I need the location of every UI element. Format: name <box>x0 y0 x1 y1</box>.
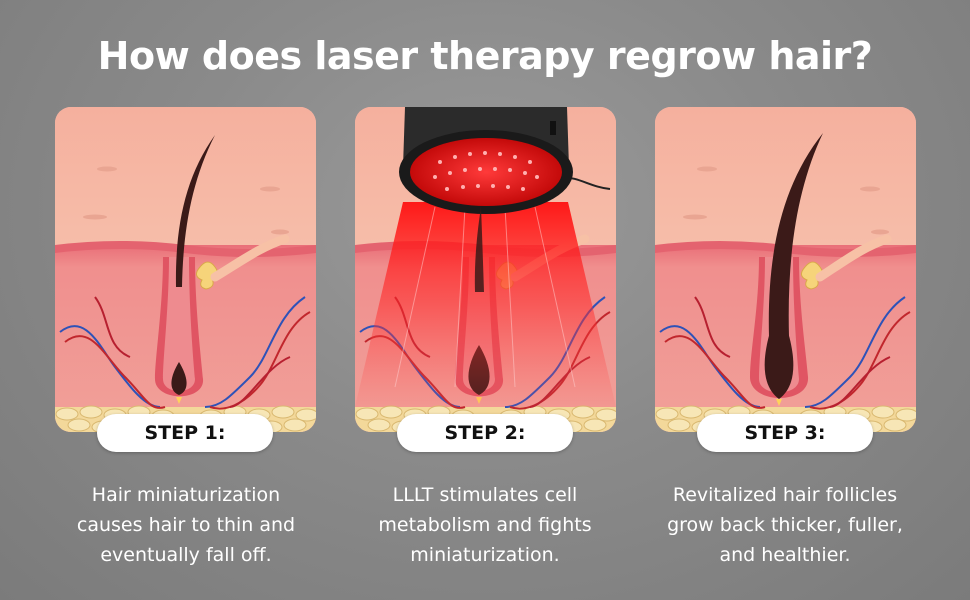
hair-follicle <box>155 257 204 404</box>
thick-hair <box>768 133 823 337</box>
step-3-description-line: grow back thicker, fuller, <box>667 514 903 536</box>
step-2-description-line: LLLT stimulates cell <box>392 484 578 506</box>
step-2-description-line: miniaturization. <box>410 544 560 566</box>
step-3-label: STEP 3: <box>697 414 873 452</box>
step-1-description-line: causes hair to thin and <box>76 514 296 536</box>
step-3-description: Revitalized hair follicles grow back thi… <box>635 480 935 570</box>
step-3-description-line: Revitalized hair follicles <box>672 484 898 506</box>
step-1-description: Hair miniaturization causes hair to thin… <box>36 480 336 570</box>
step-1-description-line: Hair miniaturization <box>91 484 281 506</box>
step-1-illustration <box>55 107 316 432</box>
step-3-description-line: and healthier. <box>719 544 851 566</box>
laser-beam <box>355 202 616 407</box>
blood-vessels <box>59 296 311 410</box>
step-1-scalp-diagram <box>55 107 316 432</box>
step-1-description-line: eventually fall off. <box>100 544 272 566</box>
blood-vessels <box>659 296 911 410</box>
step-3-illustration <box>655 107 916 432</box>
thin-hair <box>175 135 215 287</box>
laser-cap-device <box>399 107 611 214</box>
step-2-illustration <box>355 107 616 432</box>
step-2-laser-diagram <box>355 107 616 432</box>
step-3-regrowth-diagram <box>655 107 916 432</box>
step-1-label: STEP 1: <box>97 414 273 452</box>
step-2-description: LLLT stimulates cell metabolism and figh… <box>335 480 635 570</box>
step-2-label: STEP 2: <box>397 414 573 452</box>
step-2-description-line: metabolism and fights <box>378 514 592 536</box>
page-title: How does laser therapy regrow hair? <box>97 34 873 78</box>
